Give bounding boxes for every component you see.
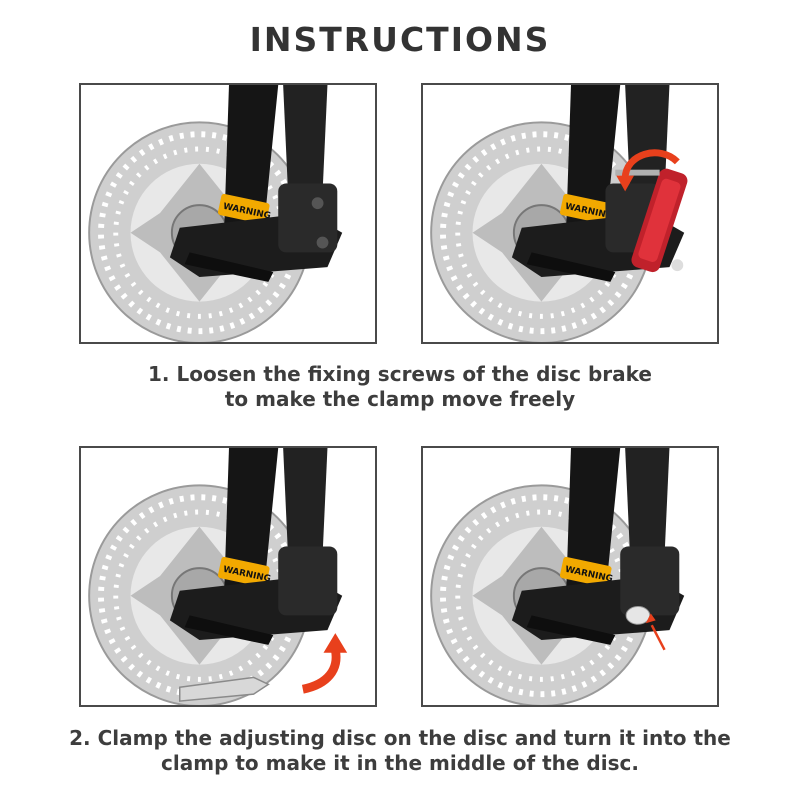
step1-caption-line2: to make the clamp move freely [224, 387, 576, 411]
step1-image-brake: WARNING [79, 83, 377, 344]
brake-illustration: WARNING [88, 85, 343, 342]
step2-caption-line2: clamp to make it in the middle of the di… [161, 751, 639, 775]
pointer-arrow-icon [645, 613, 666, 651]
step1-caption: 1. Loosen the fixing screws of the disc … [0, 362, 800, 412]
brake-illustration: WARNING [430, 85, 688, 342]
adjusting-disc-inserted [625, 606, 651, 625]
fork-and-caliper: WARNING [169, 448, 343, 645]
brake-illustration: WARNING [88, 448, 348, 705]
rotate-arrow-icon [616, 149, 680, 192]
adjusting-disc [179, 676, 270, 702]
step1-image-tool: WARNING [421, 83, 719, 344]
step2-caption: 2. Clamp the adjusting disc on the disc … [0, 726, 800, 776]
page-title: INSTRUCTIONS [249, 20, 551, 59]
step2-caption-line1: 2. Clamp the adjusting disc on the disc … [69, 726, 731, 750]
hex-multi-tool [615, 168, 688, 273]
step2-image-adjusting-disc: WARNING [79, 446, 377, 707]
fork-and-caliper: WARNING [169, 85, 343, 282]
step1-caption-line1: 1. Loosen the fixing screws of the disc … [148, 362, 652, 386]
turn-arrow-icon [301, 633, 348, 694]
brake-illustration: WARNING [430, 448, 685, 705]
step2-image-inserted: WARNING [421, 446, 719, 707]
